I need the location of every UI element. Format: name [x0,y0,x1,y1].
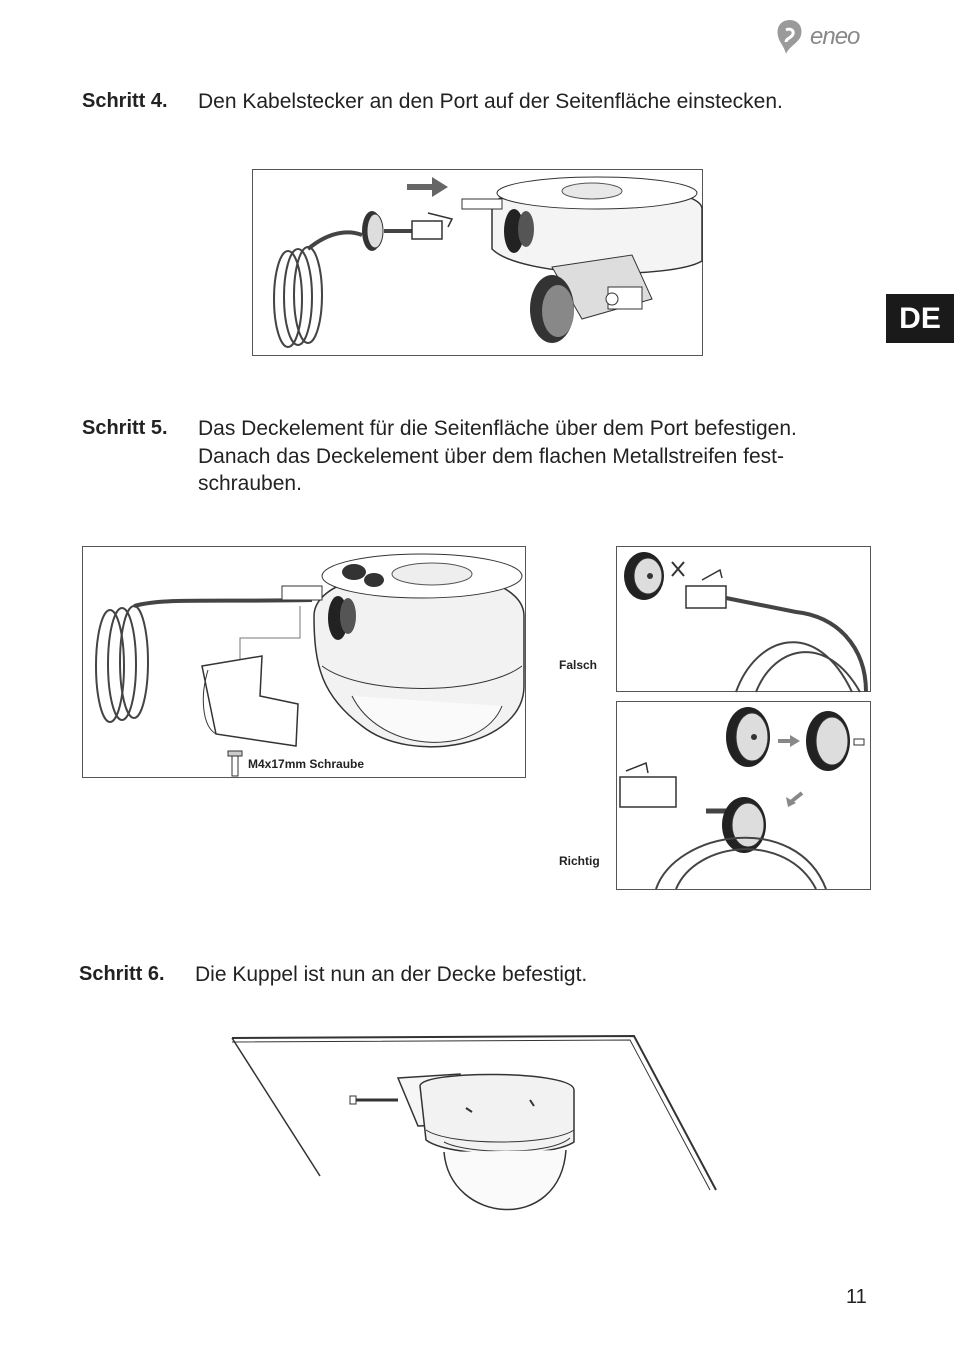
figure-right [616,701,872,891]
wrong-label: Falsch [559,658,598,672]
page-number: 11 [846,1286,867,1308]
step-5-text: Das Deckelement für die Seitenfläche übe… [198,415,888,498]
step-5-line-1: Das Deckelement für die Seitenfläche übe… [198,417,797,440]
figure-step-6 [230,1034,720,1224]
right-label: Richtig [559,854,600,868]
step-4-text: Den Kabelstecker an den Port auf der Sei… [198,90,783,113]
figure-wrong [616,546,872,693]
brand-name: eneo [810,23,860,50]
language-tab: DE [886,294,954,343]
step-6-label: Schritt 6. [79,963,165,985]
step-6-text: Die Kuppel ist nun an der Decke befestig… [195,963,588,986]
step-5-line-3: schrauben. [198,472,302,495]
step-5-line-2: Danach das Deckelement über dem flachen … [198,444,784,468]
figure-step-5-main: M4x17mm Schraube [82,546,527,779]
figure-step-4 [252,169,704,357]
step-5-label: Schritt 5. [82,417,168,439]
eneo-logo-icon [777,20,802,54]
eneo-logo: eneo [774,16,884,58]
step-4-label: Schritt 4. [82,90,168,112]
screw-label: M4x17mm Schraube [248,757,365,771]
